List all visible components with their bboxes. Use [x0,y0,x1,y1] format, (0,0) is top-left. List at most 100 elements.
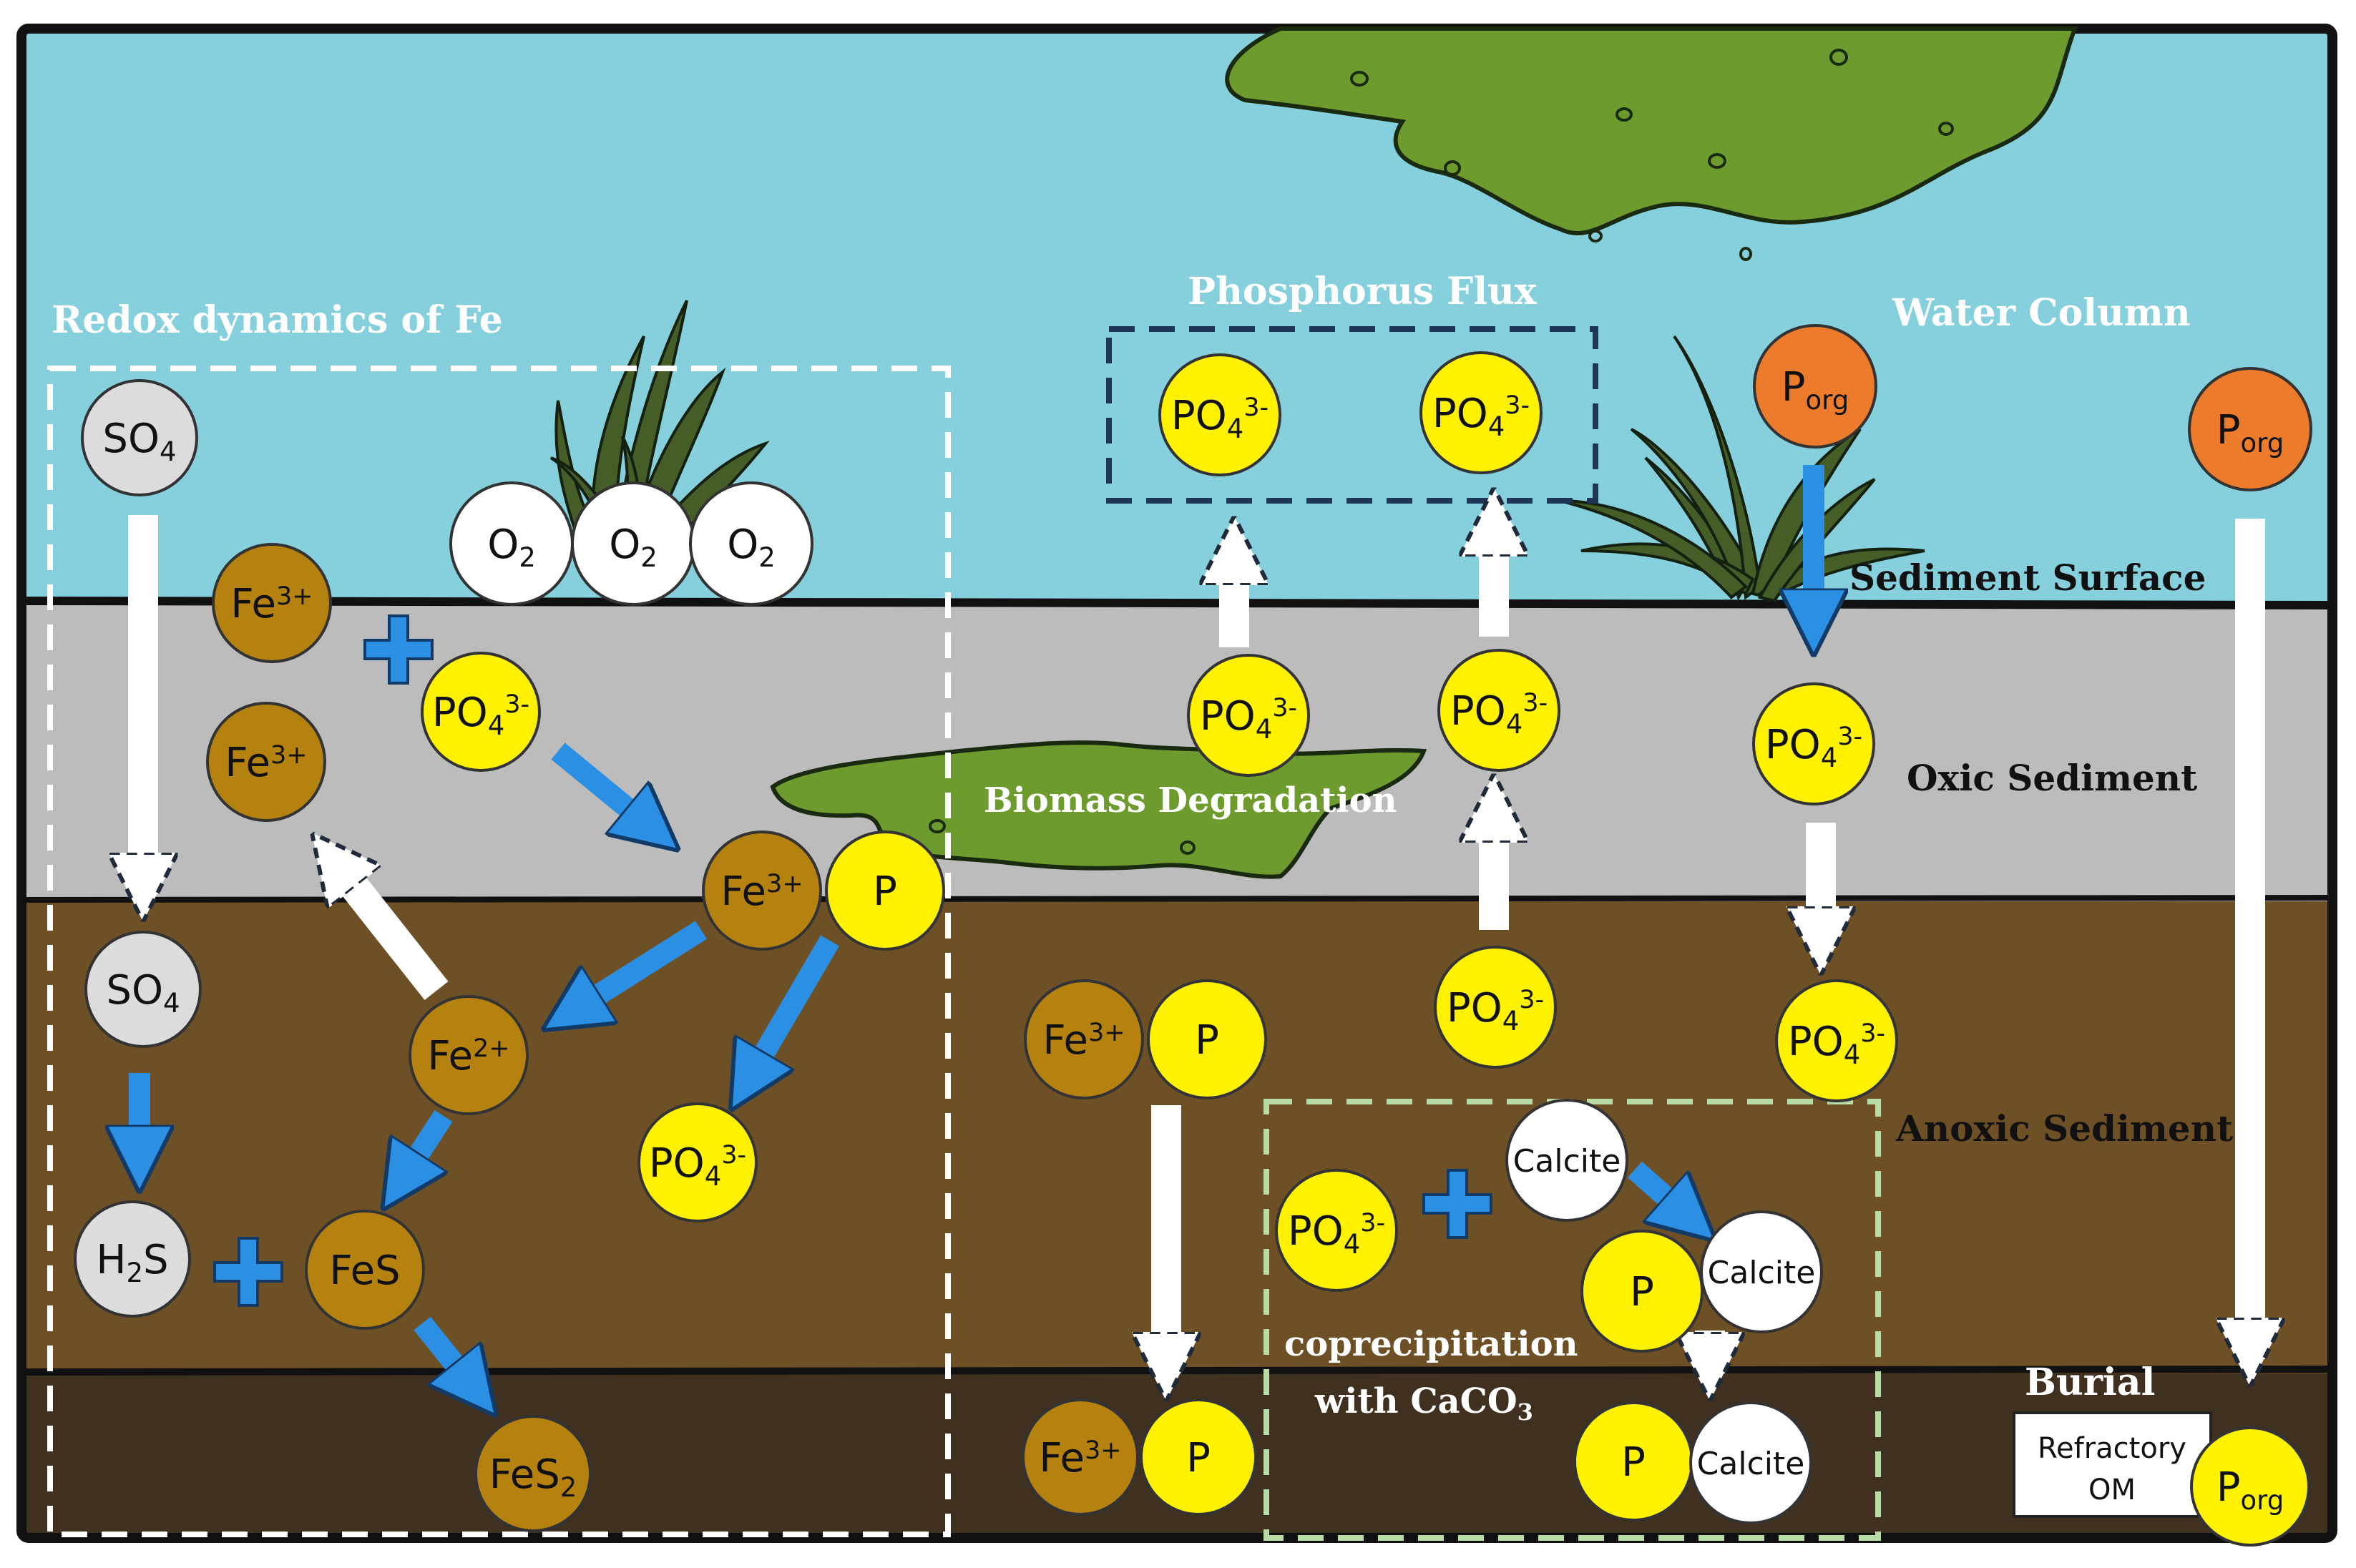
o2-molecule-circle [689,481,813,606]
phosphate-ion-label: PO43- [1432,391,1530,442]
phosphate-ion: PO43- [1187,654,1310,777]
fes-mineral-circle [305,1210,425,1330]
algae-spot [1708,153,1726,169]
phosphorus: P [1573,1401,1693,1522]
fe2-ion-label-main: Fe [427,1033,473,1079]
phosphate-ion-label: PO43- [1200,693,1297,745]
phosphate-ion-circle [1437,649,1560,772]
phosphate-ion-label-main: PO [1432,391,1488,437]
calcite-mineral: Calcite [1700,1210,1823,1333]
burial-label: Burial [2025,1361,2155,1404]
calcite-mineral-label: Calcite [1697,1446,1805,1482]
calcite-binding-arrow [1628,1161,1696,1223]
calcite-mineral-label: Calcite [1513,1143,1621,1180]
phosphate-ion-label: PO43- [1447,985,1544,1037]
phosphate-ion: PO43- [1775,979,1898,1102]
h2s-molecule-label-sub: 2 [127,1258,144,1288]
phosphate-ion-circle [421,652,541,772]
so4-molecule: SO4 [81,379,198,496]
fes2-mineral: FeS2 [474,1415,592,1532]
fe3-ion-label-main: Fe [230,581,276,627]
fes2-mineral-label-sub: 2 [560,1472,577,1503]
phosphate-ion-circle [1752,682,1875,805]
algae-spot [1938,122,1954,136]
phosphorus-label-main: P [1621,1439,1646,1486]
labels: Redox dynamics of Fe Phosphorus Flux Wat… [52,270,2233,1426]
phosphate-ion-label-main: PO [1788,1019,1844,1065]
so4-molecule-label-sub: 4 [160,436,177,467]
algae-spot [1350,71,1369,87]
algae-spot [1180,841,1196,855]
algae-spot [1616,107,1633,122]
fe3-ion-label: Fe3+ [1039,1435,1121,1481]
phosphate-ion: PO43- [1437,649,1560,772]
anoxic-sediment-label: Anoxic Sediment [1895,1107,2233,1150]
phosphorus-label: P [1186,1435,1211,1481]
phosphate-ion-label: PO43- [1288,1208,1385,1260]
calcite-mineral: Calcite [1505,1099,1628,1222]
phosphate-ion: PO43- [421,652,541,772]
phosphorus-label-main: P [1195,1017,1219,1064]
fe3-ion: Fe3+ [1024,979,1144,1099]
organic-phosphorus-label-main: P [1781,364,1806,411]
phosphate-ion-label-sub: 4 [705,1161,722,1192]
phosphate-ion: PO43- [637,1102,758,1222]
o2-molecule-label-sub: 2 [758,542,776,573]
fe3-ion-label-sup: 3+ [276,582,313,611]
phosphate-ion-label-sup: 3- [1860,1019,1885,1048]
so4-molecule-label-main: SO [102,416,160,462]
phosphate-ion-label-sup: 3- [1522,689,1548,717]
phosphate-ion-circle [1187,654,1310,777]
phosphate-ion-label-sup: 3- [1837,722,1862,751]
refractory-om-box [2013,1411,2212,1518]
phosphate-ion-label-main: PO [1171,393,1227,439]
phosphate-ion-label: PO43- [1171,393,1269,444]
fe3-ion-label-main: Fe [1042,1017,1088,1064]
organic-phosphorus-label: Porg [1781,364,1849,416]
fe3-ion-circle [702,830,822,951]
fe3-ion-label-main: Fe [1039,1435,1085,1481]
coprecip-text: with CaCO [1314,1381,1517,1421]
o2-molecule: O2 [689,481,813,606]
calcite-mineral-label: Calcite [1708,1255,1816,1291]
calcite-mineral: Calcite [1689,1401,1812,1524]
phosphate-ion-label-sub: 4 [1227,413,1244,444]
fe2-ion-label-sup: 2+ [473,1034,510,1063]
o2-molecule-label-sub: 2 [640,542,658,573]
po4-to-fep-arrow [551,743,658,833]
fe3-ion-label-main: Fe [720,868,766,915]
phosphate-ion-label-sup: 3- [1519,986,1544,1014]
calcite-mineral-circle [1689,1401,1812,1524]
organic-phosphorus-label-sub: org [2241,1485,2284,1516]
phosphate-ion-label-main: PO [432,690,488,736]
fes-mineral-label: FeS [329,1248,400,1294]
fe3-ion-circle [206,702,326,822]
fes-to-fes2-arrow [414,1316,479,1395]
fe3-ion-circle [212,543,332,663]
fe3-ion-circle [1024,979,1144,1099]
plus-icon [213,1237,283,1307]
phosphorus-label: P [1630,1269,1654,1315]
fe2-ion-label: Fe2+ [427,1033,509,1079]
fe3-ion-label-sup: 3+ [766,870,803,898]
phosphate-ion-label-sub: 4 [1502,1006,1520,1037]
fe3-ion-label: Fe3+ [1042,1017,1125,1064]
refractory-om-label-1: Refractory [2038,1432,2186,1465]
fe-reoxidation-arrow [329,855,449,1001]
phosphorus-circle [1140,1398,1257,1516]
plus-icon [1422,1169,1492,1239]
phosphate-ion-label-sub: 4 [488,710,505,741]
phosphorus-label-main: P [873,868,897,915]
h2s-molecule: H2S [74,1200,191,1318]
fe3-ion-label-main: Fe [225,740,270,786]
fe2-ion-circle [409,995,529,1115]
phosphate-ion-label-main: PO [1450,688,1506,735]
phosphate-ion-label-main: PO [1288,1208,1344,1255]
fes2-mineral-circle [474,1415,592,1532]
coprecipitation-label-1: coprecipitation [1284,1324,1578,1364]
phosphate-ion: PO43- [1419,351,1543,474]
h2s-molecule-label: H2S [96,1237,168,1288]
phosphate-ion-label-sup: 3- [1360,1209,1385,1238]
fe3-ion: Fe3+ [206,702,326,822]
